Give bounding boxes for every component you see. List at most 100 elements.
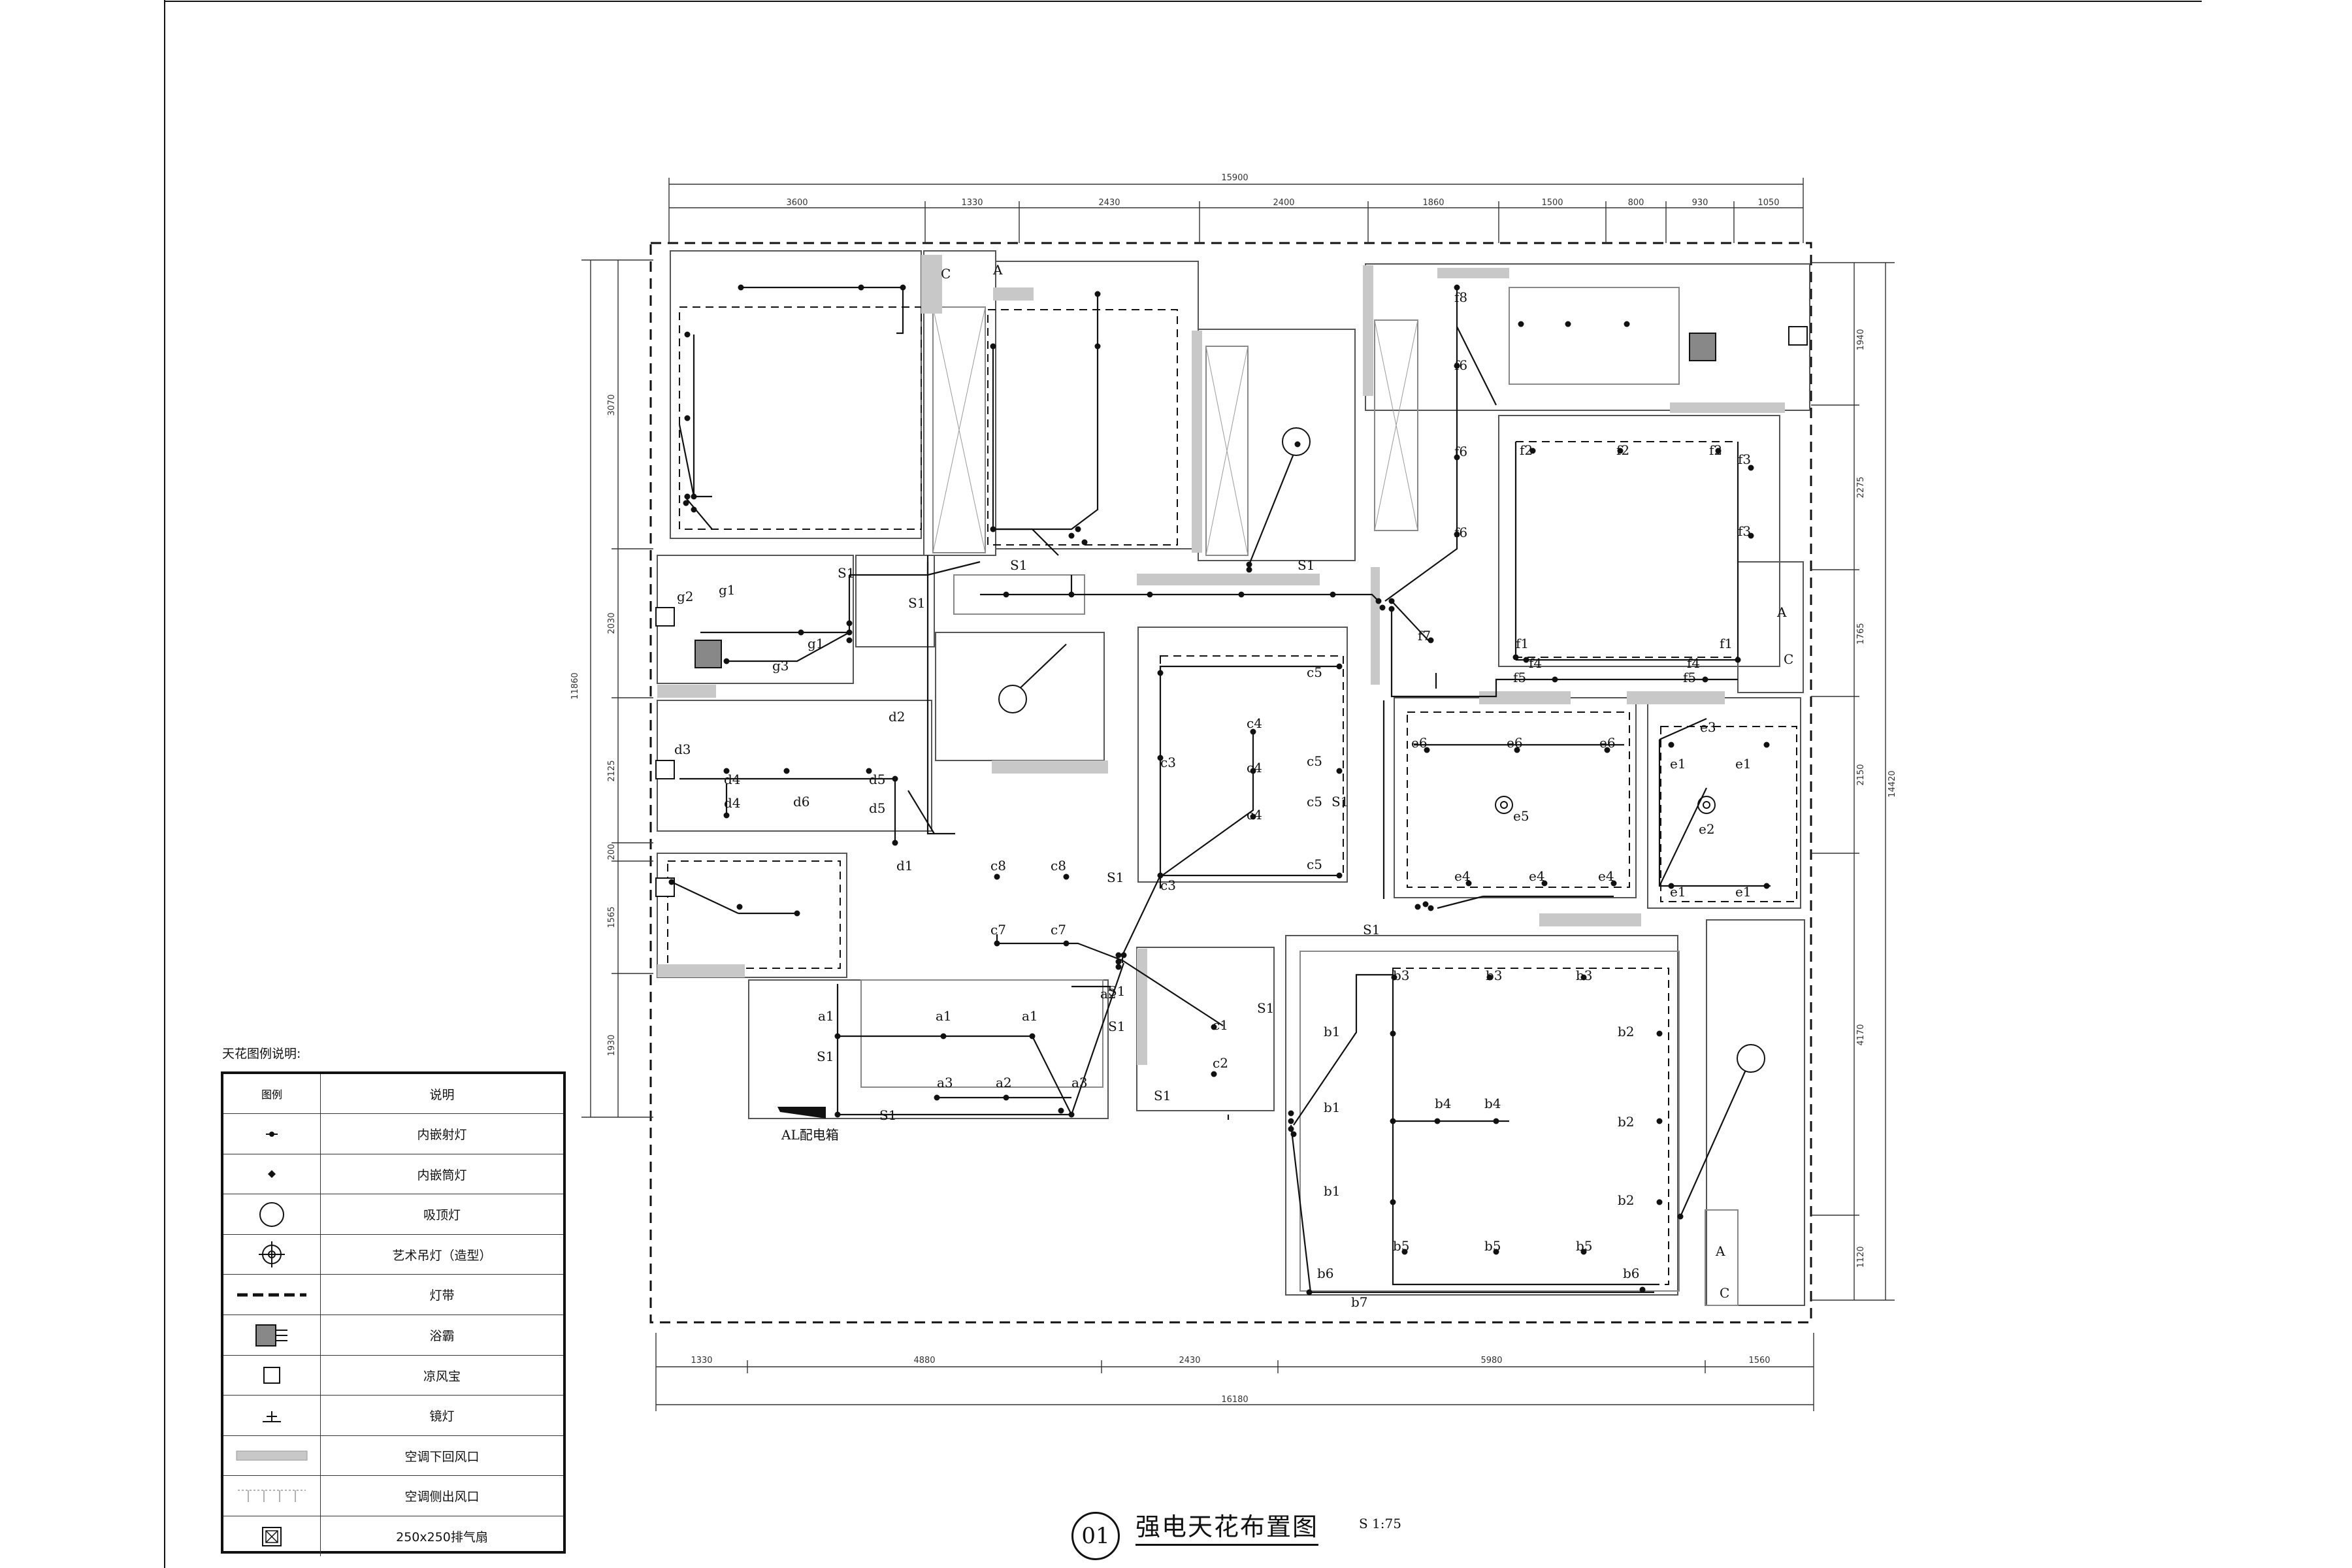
fixture-label: a3 bbox=[1071, 1075, 1088, 1090]
legend-row: 镜灯 bbox=[223, 1395, 563, 1436]
fixture-label: f6 bbox=[1454, 357, 1467, 373]
fixture-label: e4 bbox=[1454, 868, 1471, 884]
light-fixture-dot bbox=[1624, 321, 1630, 327]
light-fixture-dot bbox=[892, 840, 898, 846]
fixture-label: e6 bbox=[1507, 735, 1523, 751]
fixture-label: b5 bbox=[1393, 1238, 1410, 1254]
light-fixture-dot bbox=[892, 776, 898, 782]
light-fixture-dot bbox=[1246, 561, 1252, 568]
light-fixture-dot bbox=[1604, 747, 1610, 753]
light-fixture-dot bbox=[1075, 526, 1081, 532]
fixture-label: S1 bbox=[817, 1049, 834, 1064]
light-fixture-dot bbox=[846, 629, 853, 636]
fixture-label: b1 bbox=[1324, 1100, 1341, 1115]
light-fixture-dot bbox=[834, 1033, 841, 1039]
legend-header-desc: 说明 bbox=[429, 1087, 455, 1102]
fixture-label: b1 bbox=[1324, 1024, 1341, 1039]
fixture-label: c4 bbox=[1247, 807, 1262, 823]
right-dimension-line bbox=[1811, 262, 1895, 1301]
fixture-label: b3 bbox=[1486, 968, 1503, 983]
fixture-label: f8 bbox=[1454, 289, 1467, 305]
light-fixture-dot bbox=[1294, 441, 1301, 448]
fixture-label: e2 bbox=[1699, 821, 1715, 837]
light-fixture-dot bbox=[900, 284, 906, 291]
panel-label: AL配电箱 bbox=[781, 1127, 839, 1143]
dimension-value: 1330 bbox=[691, 1356, 712, 1365]
light-fixture-dot bbox=[1639, 1286, 1646, 1293]
dimension-value: 1565 bbox=[607, 906, 617, 928]
fixture-label: a2 bbox=[1100, 986, 1117, 1002]
walls bbox=[657, 250, 1810, 1306]
light-fixture-dot bbox=[1029, 1033, 1036, 1039]
fixture-label: b4 bbox=[1435, 1096, 1452, 1111]
light-fixture-dot bbox=[1375, 598, 1382, 604]
fixture-label: d4 bbox=[724, 795, 741, 811]
fixture-label: e1 bbox=[1670, 884, 1686, 900]
light-fixture-dot bbox=[1493, 1118, 1499, 1124]
light-fixture-dot bbox=[1617, 448, 1624, 454]
legend-label: 艺术吊灯（造型） bbox=[392, 1248, 492, 1263]
light-fixture-dot bbox=[1330, 591, 1336, 598]
light-fixture-dot bbox=[1735, 657, 1741, 663]
fixture-label: f4 bbox=[1529, 655, 1542, 671]
dim-left-total: 11860 bbox=[570, 672, 580, 699]
legend-label: 吸顶灯 bbox=[423, 1208, 461, 1223]
legend-header: 图例 说明 bbox=[223, 1074, 563, 1113]
light-fixture-dot bbox=[1246, 566, 1252, 573]
light-fixture-dot bbox=[1063, 874, 1070, 880]
dimension-value: 1500 bbox=[1541, 198, 1563, 208]
light-fixture-dot bbox=[1424, 747, 1430, 753]
fixture-label: g1 bbox=[808, 636, 825, 651]
bath-heater-icon bbox=[694, 640, 722, 668]
light-fixture-dot bbox=[1379, 604, 1386, 611]
fixture-label: c3 bbox=[1160, 877, 1176, 893]
drawing-scale: S 1:75 bbox=[1359, 1516, 1401, 1531]
fixture-label: c7 bbox=[1051, 922, 1066, 938]
legend-row: 250x250排气扇 bbox=[223, 1516, 563, 1556]
light-fixture-dot bbox=[1512, 654, 1519, 661]
legend-label: 灯带 bbox=[429, 1288, 455, 1303]
light-fixture-dot bbox=[1677, 1213, 1684, 1220]
bath-heaters bbox=[694, 333, 1716, 668]
fixture-label: S1 bbox=[1331, 794, 1348, 809]
legend-label: 凉风宝 bbox=[423, 1369, 461, 1384]
dimension-value: 1330 bbox=[961, 198, 983, 208]
light-fixture-dot bbox=[1656, 1030, 1663, 1037]
fixture-label: d4 bbox=[724, 772, 741, 787]
distribution-panel bbox=[777, 1107, 826, 1119]
fixture-label: d5 bbox=[869, 772, 886, 787]
light-fixture-dot bbox=[723, 812, 730, 819]
fixture-label: f2 bbox=[1616, 442, 1629, 458]
fixture-label: S1 bbox=[1108, 1019, 1125, 1034]
legend-table: 图例 说明 内嵌射灯内嵌筒灯吸顶灯艺术吊灯（造型）灯带浴霸凉风宝镜灯空调下回风口… bbox=[221, 1071, 566, 1556]
light-fixture-dot bbox=[1748, 532, 1754, 539]
bottom-dimension-line bbox=[655, 1333, 1814, 1411]
light-fixture-dot bbox=[691, 493, 697, 500]
fixture-label: A bbox=[1776, 604, 1787, 620]
left-dimension-line bbox=[581, 259, 653, 1118]
fixture-label: c5 bbox=[1307, 857, 1322, 872]
fixture-label: S1 bbox=[1257, 1000, 1274, 1016]
light-fixture-dot bbox=[1668, 883, 1674, 889]
fixture-label: a3 bbox=[937, 1075, 953, 1090]
fixture-label: f5 bbox=[1513, 670, 1526, 685]
fixture-label: S1 bbox=[1298, 557, 1315, 573]
light-fixture-dot bbox=[684, 415, 691, 421]
light-fixture-dot bbox=[1288, 1126, 1294, 1132]
fixture-label: a1 bbox=[1022, 1008, 1038, 1024]
dimension-value: 2430 bbox=[1098, 198, 1120, 208]
light-fixtures bbox=[668, 284, 1770, 1296]
fixture-label: f2 bbox=[1520, 442, 1533, 458]
legend-caption: 天花图例说明: bbox=[222, 1047, 301, 1061]
light-fixture-dot bbox=[1003, 1094, 1009, 1101]
light-fixture-dot bbox=[783, 768, 790, 774]
drawing-title-block: 01 强电天花布置图 S 1:75 bbox=[1071, 1503, 1529, 1561]
ceiling-light-icon bbox=[1737, 1044, 1765, 1073]
legend-row: 内嵌筒灯 bbox=[223, 1153, 563, 1194]
light-fixture-dot bbox=[723, 658, 730, 664]
ceiling-light-icon bbox=[223, 1194, 321, 1235]
light-fixture-dot bbox=[1523, 657, 1529, 663]
fixture-label: c1 bbox=[1213, 1017, 1228, 1033]
light-fixture-dot bbox=[1058, 1107, 1064, 1114]
